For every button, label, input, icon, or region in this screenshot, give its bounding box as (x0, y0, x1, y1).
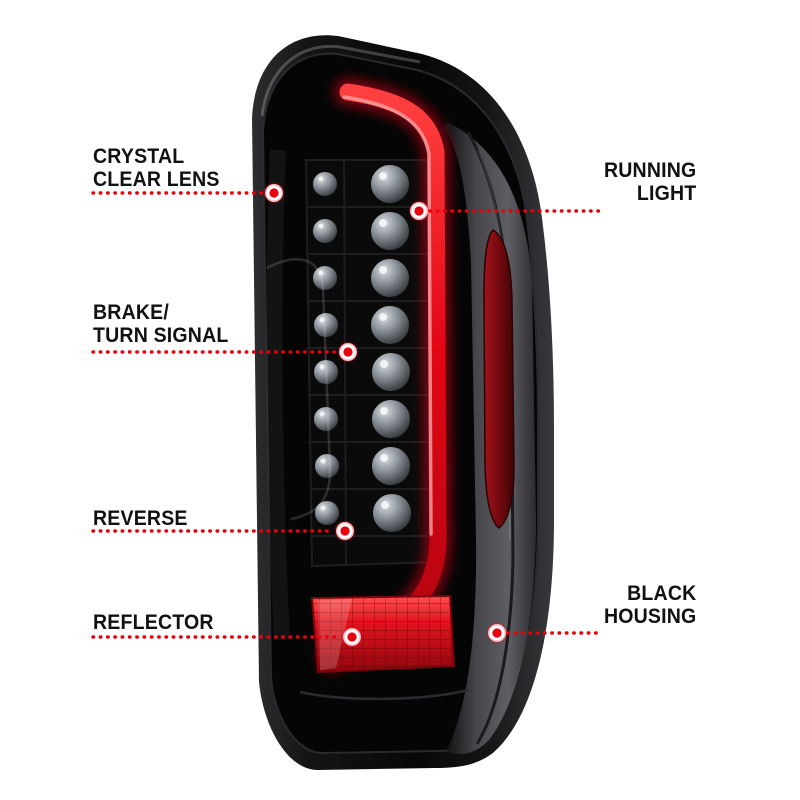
callout-text: CRYSTAL (93, 145, 185, 168)
callout-label-running-light: RUNNING LIGHT (604, 159, 696, 205)
bottom-contour (299, 688, 469, 701)
callout-label-black-housing: BLACK HOUSING (604, 582, 696, 628)
callout-text: BLACK (626, 582, 696, 605)
marker-dot-brake-turn-signal (337, 341, 359, 363)
marker-dot-black-housing (486, 622, 508, 644)
led-grid-lines (307, 159, 438, 565)
top-edge-highlight (260, 44, 421, 117)
lens-edge-highlight (266, 258, 332, 521)
callout-text: RUNNING (603, 159, 696, 182)
lens-streak (266, 149, 290, 641)
callout-text: TURN SIGNAL (93, 324, 229, 347)
callout-text: LIGHT (636, 182, 696, 205)
callout-label-crystal-clear-lens: CRYSTAL CLEAR LENS (93, 145, 220, 191)
callout-text: BRAKE/ (93, 301, 169, 324)
marker-dot-crystal-clear-lens (263, 182, 285, 204)
callout-label-reflector: REFLECTOR (93, 611, 214, 634)
light-tube-highlight (342, 95, 433, 536)
marker-dot-running-light (408, 200, 430, 222)
callout-label-reverse: REVERSE (93, 507, 188, 530)
callout-text: HOUSING (603, 605, 696, 628)
side-marker-reflector (483, 229, 515, 529)
callout-text: REVERSE (93, 507, 188, 530)
reflector-texture (312, 596, 454, 672)
callout-text: CLEAR LENS (93, 168, 220, 191)
marker-dot-reverse (334, 520, 356, 542)
reflector-sheen (318, 599, 352, 670)
marker-dot-reflector (341, 626, 363, 648)
callout-label-brake-turn-signal: BRAKE/ TURN SIGNAL (93, 301, 229, 347)
callout-text: REFLECTOR (93, 611, 214, 634)
